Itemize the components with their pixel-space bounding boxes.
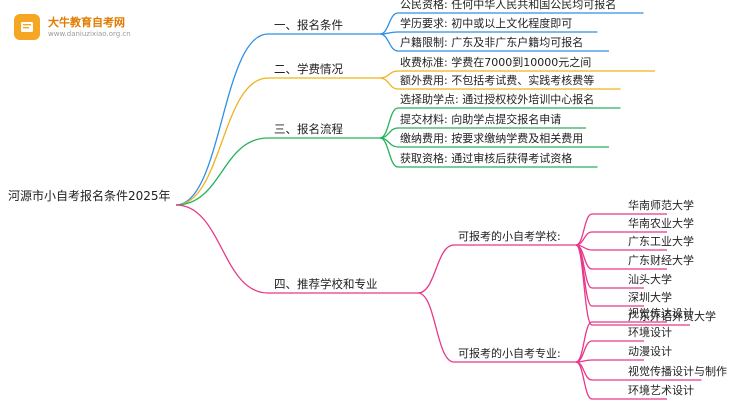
logo-title: 大牛教育自考网 (48, 16, 125, 29)
section-node: 三、报名流程 (274, 122, 343, 136)
leaf-node: 广东工业大学 (628, 235, 694, 248)
leaf-connector (379, 77, 399, 90)
leaf-node: 华南农业大学 (628, 217, 694, 230)
leaf-node: 学历要求: 初中或以上文化程度即可 (400, 17, 573, 30)
leaf-node: 公民资格: 任何中华人民共和国公民均可报名 (400, 0, 617, 11)
section-node: 四、推荐学校和专业 (274, 277, 378, 291)
group-connector (417, 292, 455, 363)
leaf-connector (575, 213, 593, 246)
leaf-node: 广东财经大学 (628, 254, 694, 267)
leaf-node: 深圳大学 (628, 291, 672, 304)
root-node: 河源市小自考报名条件2025年 (8, 189, 171, 203)
leaf-connector (379, 137, 399, 168)
leaf-connector (379, 33, 399, 52)
leaf-node: 环境艺术设计 (628, 384, 694, 397)
leaf-node: 提交材料: 向助学点提交报名申请 (400, 113, 562, 126)
branch-connector (175, 33, 269, 206)
leaf-connector (575, 244, 593, 307)
leaf-node: 汕头大学 (628, 273, 672, 286)
group-node: 可报考的小自考专业: (458, 347, 561, 360)
group-node: 可报考的小自考学校: (458, 230, 561, 243)
leaf-node: 收费标准: 学费在7000到10000元之间 (400, 56, 592, 69)
leaf-node: 动漫设计 (628, 345, 672, 358)
site-logo: 大牛教育自考网 www.daniuzixiao.org.cn (8, 8, 218, 48)
leaf-connector (575, 361, 593, 400)
group-connector (417, 244, 455, 294)
branch-connector (175, 137, 269, 206)
leaf-node: 选择助学点: 通过授权校外培训中心报名 (400, 93, 595, 106)
leaf-node: 户籍限制: 广东及非广东户籍均可报名 (400, 36, 584, 49)
leaf-node: 广东外语外贸大学 (628, 310, 716, 323)
section-node: 一、报名条件 (274, 18, 343, 32)
leaf-node: 环境设计 (628, 326, 672, 339)
leaf-node: 视觉传播设计与制作 (628, 365, 727, 378)
section-node: 二、学费情况 (274, 62, 343, 76)
book-icon (14, 14, 40, 40)
leaf-connector (379, 12, 399, 35)
leaf-node: 缴纳费用: 按要求缴纳学费及相关费用 (400, 132, 584, 145)
leaf-connector (379, 70, 399, 79)
leaf-node: 华南师范大学 (628, 199, 694, 212)
branch-connector (175, 77, 269, 206)
leaf-node: 获取资格: 通过审核后获得考试资格 (400, 152, 573, 165)
logo-url: www.daniuzixiao.org.cn (48, 30, 131, 38)
branch-connector (175, 204, 269, 294)
leaf-node: 视觉传达设计 (628, 307, 694, 320)
leaf-node: 额外费用: 不包括考试费、实践考核费等 (400, 74, 595, 87)
